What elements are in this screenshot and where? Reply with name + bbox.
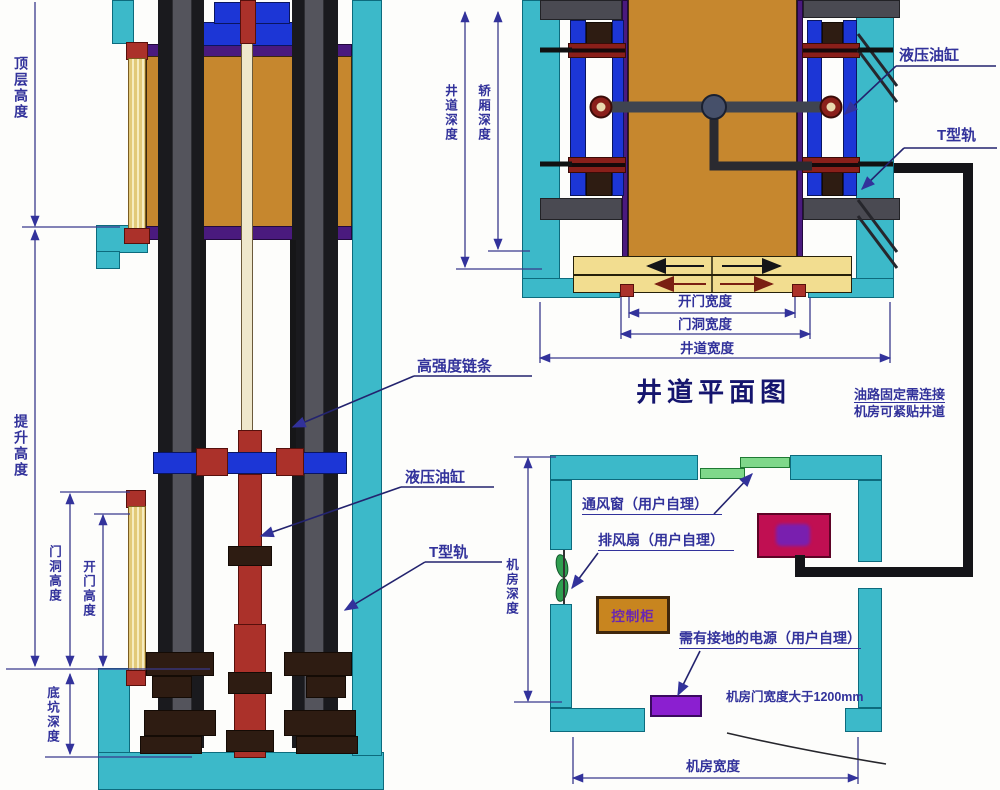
exhaust-fan-blade [553,577,571,603]
vent-window-bar [740,457,790,468]
pipe-note-line2: 机房可紧贴井道 [854,404,946,419]
shaft-wall-right [352,0,382,756]
beam-block [196,448,228,476]
door-jamb [792,284,806,297]
machine-room-wall-right [858,480,882,562]
dim-room-depth: 机房深度 [504,558,518,616]
rail-foot [306,676,346,698]
dim-shaft-depth: 井道深度 [443,84,457,142]
dim-door-open-width: 开门宽度 [678,294,732,309]
exhaust-fan-blade [553,553,571,579]
dim-car-depth: 轿厢深度 [476,84,490,142]
power-supply-box [650,695,702,717]
piston-rod [241,0,253,454]
rail-bracket-beam [540,198,622,220]
pipe-note: 油路固定需连接 机房可紧贴井道 [854,386,946,420]
chain-right [290,240,296,454]
piston-head [240,0,256,44]
machine-room-wall-right [858,588,882,708]
rail-foot [152,676,192,698]
guide-rail [172,0,192,748]
rail-foot [284,652,352,676]
vent-window-label: 通风窗（用户自理） [582,494,722,515]
plan-wall-left [522,0,560,298]
power-note-label: 需有接地的电源（用户自理） [679,628,861,649]
rail-bracket-beam [803,198,900,220]
plan-door-panel-row [573,256,852,275]
cylinder-clamp [228,546,272,566]
rail-foot [284,710,356,736]
rail-foot [296,736,358,754]
guide-rail [304,0,324,748]
landing-slab-step [96,251,120,269]
guide-rail [324,0,338,748]
rail-bracket-beam [803,0,900,18]
lower-door-base [126,670,146,686]
rail-bracket [568,43,626,58]
callout-plan-cylinder: 液压油缸 [899,47,960,64]
shaft-wall-top-left [112,0,134,44]
cylinder-top-fitting [238,430,262,454]
guide-rail [192,0,204,748]
upper-door-base [124,228,150,244]
dim-door-open-height: 开门高度 [81,560,95,618]
dim-travel-height: 提升高度 [13,414,29,478]
upper-landing-door [128,58,146,230]
rail-foot [146,652,214,676]
rail-bracket [802,43,860,58]
callout-chain: 高强度链条 [417,358,493,375]
rail-foot [140,736,202,754]
cylinder-clamp [226,730,274,752]
callout-t-rail: T型轨 [429,544,469,561]
plan-guide-rail [570,20,586,196]
rail-foot [144,710,216,736]
machine-room-wall-left [550,604,572,708]
pump-label-blob [776,524,810,546]
exhaust-fan-label: 排风扇（用户自理） [598,530,734,551]
dim-pit-depth: 底坑深度 [45,686,59,744]
rail-bracket [568,157,626,173]
machine-room-door-swing [726,732,887,765]
pipe-note-line1: 油路固定需连接 [854,387,946,403]
vent-window-bar [700,468,745,479]
cylinder-support-beam [153,452,347,474]
machine-room-wall-top [550,455,698,480]
callout-plan-t-rail: T型轨 [937,127,977,144]
rail-bracket-beam [540,0,622,20]
machine-room-wall-bottom [845,708,882,732]
guide-rail [158,0,172,748]
plan-car-body [628,0,797,258]
machine-room-wall-left [550,480,572,550]
plan-car-edge [797,0,803,258]
machine-room-wall-bottom [550,708,645,732]
dim-shaft-width: 井道宽度 [680,341,734,356]
callout-cylinder: 液压油缸 [405,469,466,486]
lower-landing-door [128,506,146,672]
control-cabinet: 控制柜 [596,596,670,634]
dim-top-floor-height: 顶层高度 [13,56,29,120]
door-note-label: 机房门宽度大于1200mm [726,690,864,704]
guide-rail [292,0,304,748]
dim-room-width: 机房宽度 [686,759,740,774]
plan-wall-right [856,0,894,298]
plan-title: 井道平面图 [636,377,792,407]
cylinder-clamp [228,672,272,694]
chain-left [200,240,206,454]
rail-bracket [802,157,860,173]
machine-room-wall-top [790,455,882,480]
control-cabinet-label: 控制柜 [611,609,655,624]
door-jamb [620,284,634,297]
dim-door-hole-height: 门洞高度 [47,545,61,603]
dim-door-hole-width: 门洞宽度 [678,317,732,332]
beam-block [276,448,304,476]
